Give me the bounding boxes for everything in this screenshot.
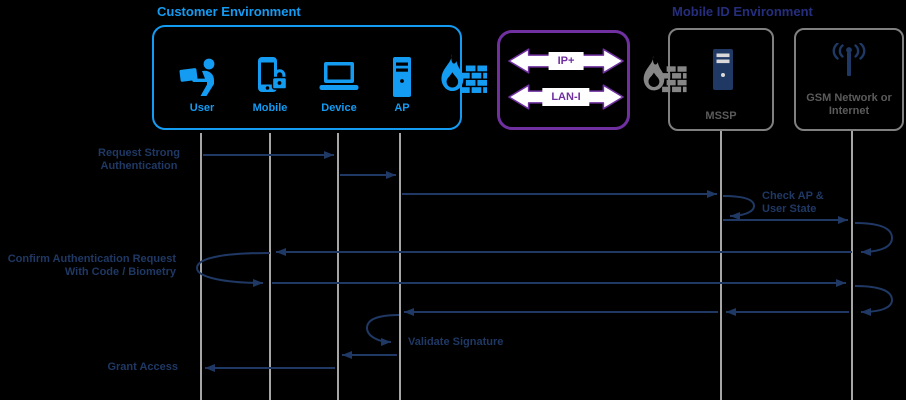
label-request-strong-authentication: Request Strong Authentication (79, 147, 199, 173)
label-line: Check AP & (762, 190, 824, 202)
firewall-flame-icon-mssp (634, 54, 692, 109)
mssp-label: MSSP (705, 110, 737, 122)
firewall-flame-icon-customer (431, 53, 493, 110)
actor-mobile: Mobile (238, 56, 302, 114)
network-link-ip-label: IP+ (548, 52, 584, 70)
actor-device-label: Device (321, 102, 357, 114)
label-line: With Code / Biometry (64, 266, 176, 278)
actor-ap-label: AP (394, 102, 410, 114)
msg-ap-selfloop (365, 314, 400, 346)
actor-user: User (170, 56, 234, 114)
label-grant-access: Grant Access (107, 361, 178, 373)
network-link-ip: IP+ (507, 45, 625, 77)
mobile-id-environment-title: Mobile ID Environment (672, 4, 813, 19)
label-validate-signature: Validate Signature (408, 336, 504, 348)
server-icon (713, 49, 733, 90)
label-check-ap-user-state: Check AP & User State (762, 190, 836, 216)
label-line: Confirm Authentication Request (7, 253, 176, 265)
lifelines (200, 131, 853, 400)
msg-gsm-selfloop-2 (854, 285, 894, 316)
messages (195, 151, 894, 372)
laptop-icon (319, 62, 359, 90)
msg-mobile-user-loop (195, 252, 271, 287)
network-link-lan-label: LAN-I (542, 88, 590, 106)
network-links-box: IP+ LAN-I (497, 30, 630, 130)
actor-user-label: User (189, 102, 215, 114)
antenna-icon (832, 43, 866, 76)
gsm-label: GSM Network or Internet (806, 92, 892, 117)
network-link-lan: LAN-I (507, 81, 625, 113)
customer-environment-title: Customer Environment (157, 4, 301, 19)
actor-device: Device (307, 56, 371, 114)
msg-mssp-selfloop (722, 195, 756, 220)
label-line: User State (762, 203, 817, 215)
user-icon (179, 58, 215, 96)
mssp-box: MSSP (668, 28, 774, 131)
mobile-lock-icon (258, 57, 288, 92)
actor-ap: AP (370, 56, 434, 114)
server-tower-icon (393, 57, 411, 97)
msg-gsm-selfloop-1 (854, 222, 894, 256)
label-line: Request Strong (98, 147, 180, 159)
label-line: Authentication (100, 160, 178, 172)
gsm-network-box: GSM Network or Internet (794, 28, 904, 131)
label-confirm-authentication-request: Confirm Authentication Request With Code… (0, 253, 176, 279)
actor-mobile-label: Mobile (252, 102, 288, 114)
